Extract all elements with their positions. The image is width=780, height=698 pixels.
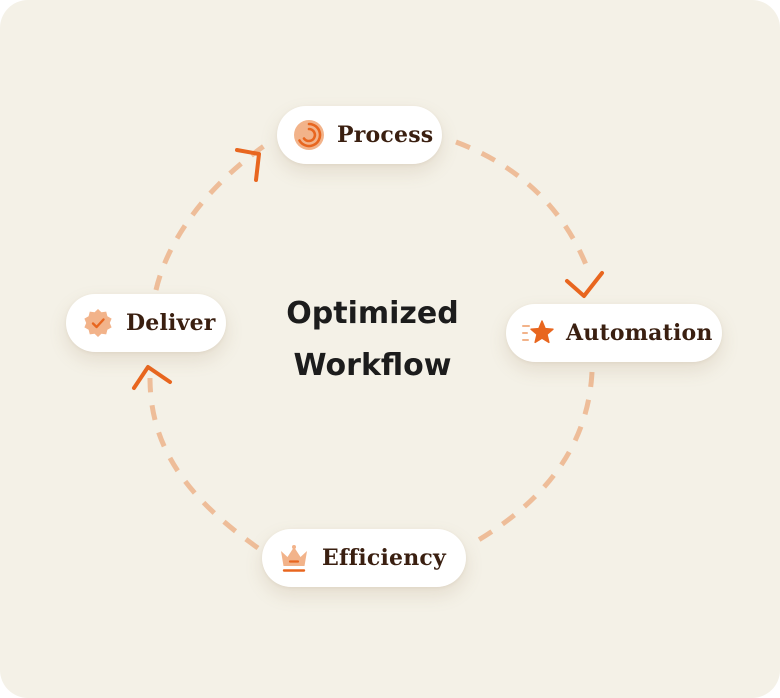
node-deliver: Deliver xyxy=(66,294,226,352)
diagram-title: Optimized Workflow xyxy=(250,288,495,392)
arc-process-to-automation xyxy=(455,139,593,276)
spinner-icon xyxy=(293,119,325,151)
title-line-1: Optimized xyxy=(286,296,459,331)
arrowhead-deliver xyxy=(132,365,172,390)
node-efficiency: Efficiency xyxy=(262,529,466,587)
arrowhead-process xyxy=(235,148,261,182)
node-process: Process xyxy=(277,106,442,164)
arc-deliver-to-process xyxy=(153,139,272,291)
node-label: Deliver xyxy=(126,310,216,336)
star-icon xyxy=(522,317,554,349)
node-automation: Automation xyxy=(506,304,722,362)
title-line-2: Workflow xyxy=(293,348,452,383)
node-label: Process xyxy=(337,122,434,148)
verified-badge-icon xyxy=(82,307,114,339)
node-label: Automation xyxy=(566,320,713,346)
arc-automation-to-efficiency xyxy=(468,371,595,548)
node-label: Efficiency xyxy=(322,545,446,571)
arc-efficiency-to-deliver xyxy=(147,377,260,551)
crown-icon xyxy=(278,542,310,574)
arrowhead-automation xyxy=(565,271,604,298)
